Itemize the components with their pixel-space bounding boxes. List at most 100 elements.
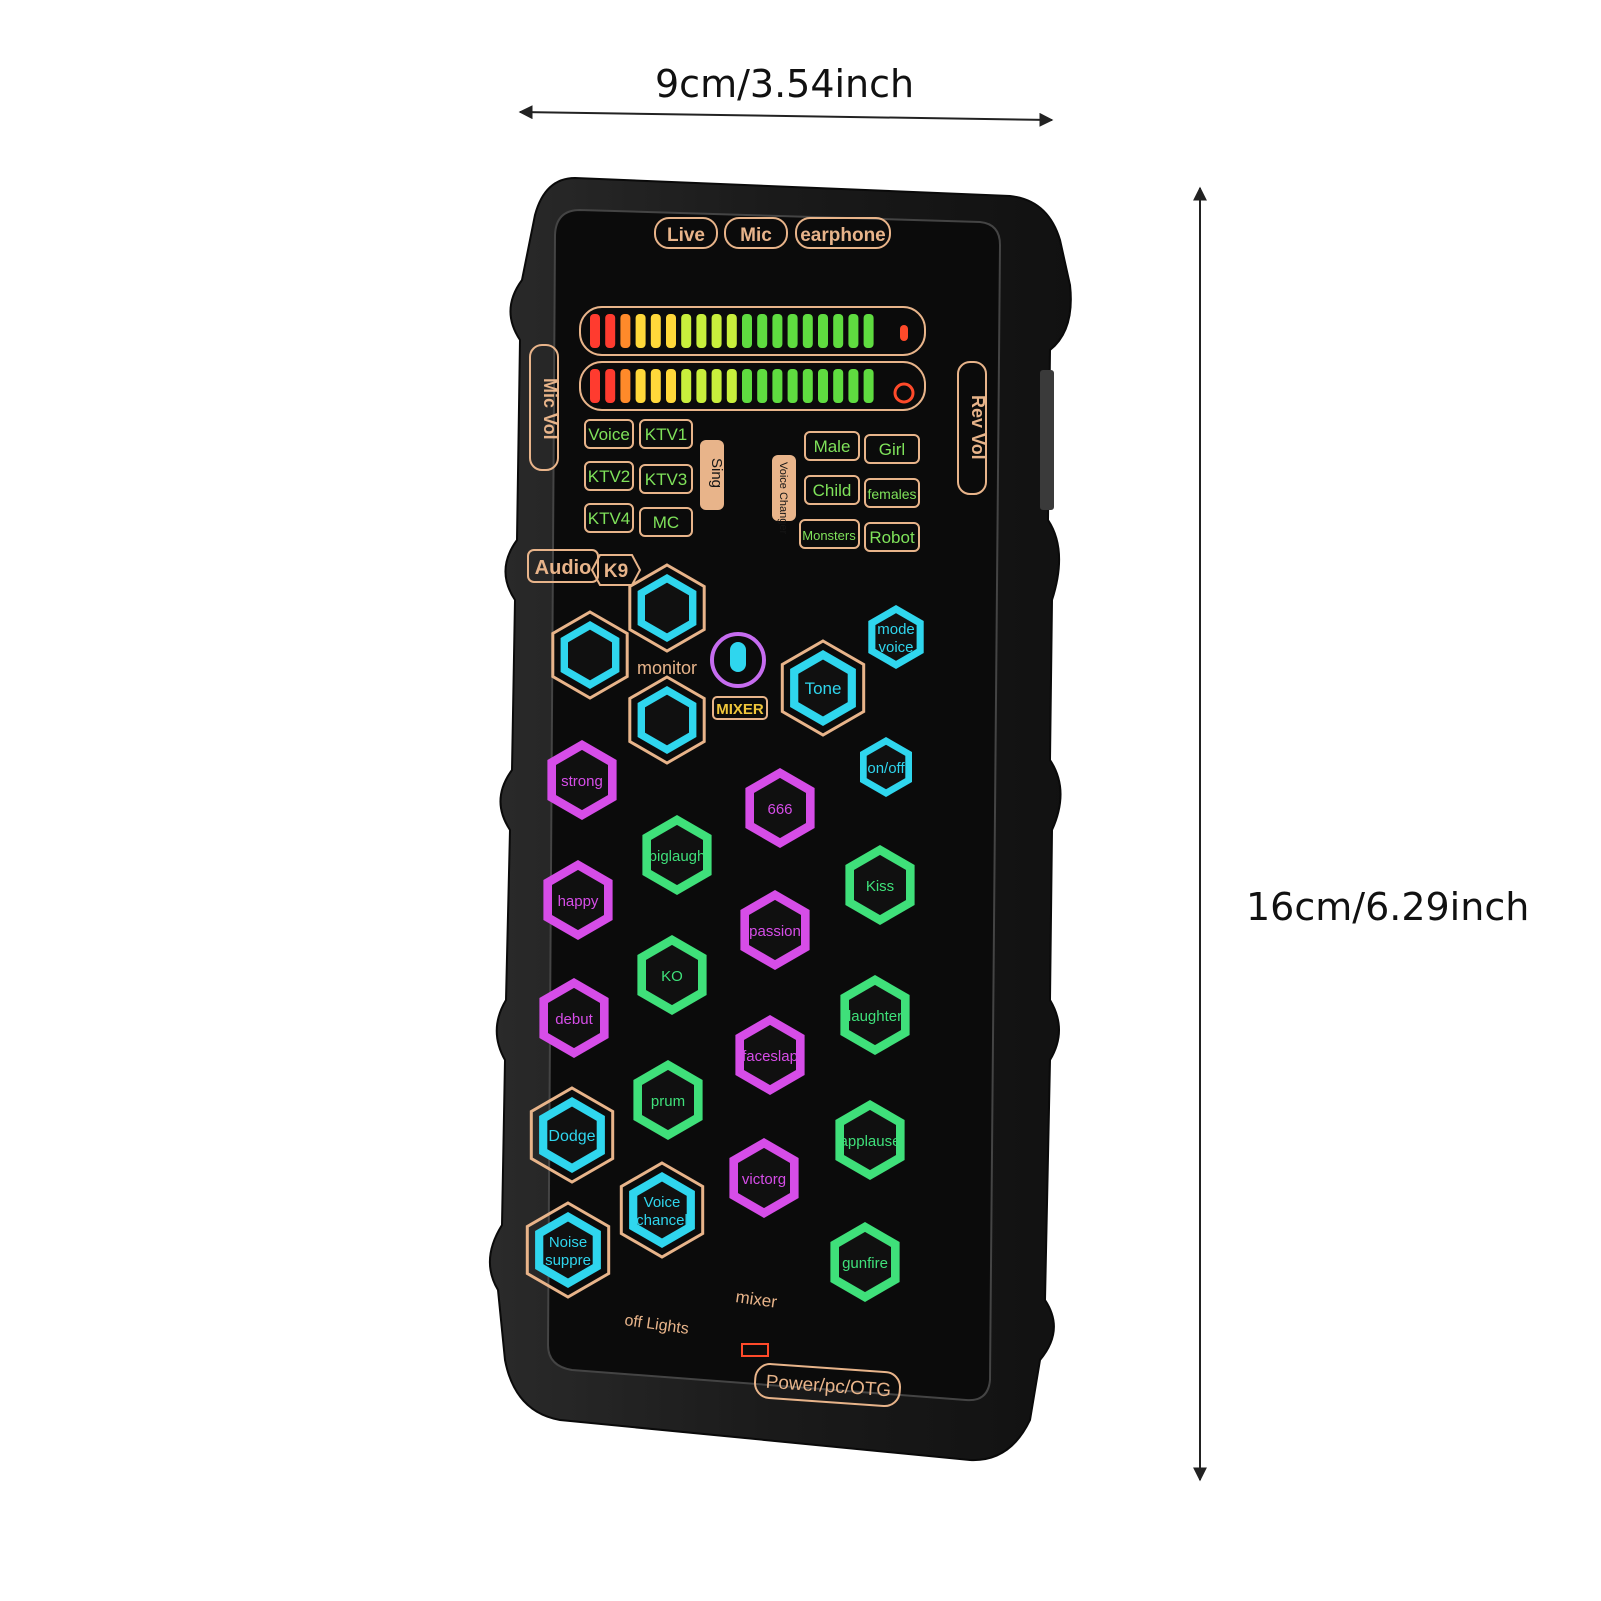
voice-changer-group: Voice Changer Male Girl Child females Mo… [772,431,920,552]
side-button[interactable] [1040,370,1054,510]
voice-changer-females[interactable] [864,478,920,508]
mic-meter-bar [696,314,707,348]
voice-changer-monsters[interactable] [799,519,860,549]
mic-level-meter [590,314,874,348]
earphone-meter-frame [579,361,926,411]
volume-down-button[interactable] [628,675,706,765]
ko-button[interactable]: KO [637,935,707,1015]
voice-changer-male[interactable] [804,431,860,461]
mic-meter-bar [863,314,874,348]
earphone-meter-bar [605,369,616,403]
victorg-button[interactable]: victorg [729,1138,799,1218]
sing-mode-mc[interactable] [639,507,693,537]
laughter-button[interactable]: laughter [840,975,910,1055]
dodge-label: Dodge [548,1128,595,1145]
mode-voice-label-2: voice [878,639,913,656]
earphone-meter-bar [635,369,646,403]
debut-label: debut [555,1011,593,1028]
prum-button[interactable]: prum [633,1060,703,1140]
earphone-meter-bar [863,369,874,403]
sing-mode-ktv1[interactable] [639,419,693,449]
mic-meter-bar [742,314,752,348]
gunfire-button[interactable]: gunfire [830,1222,900,1302]
mic-meter-bar [620,314,631,348]
mic-meter-bar [711,314,722,348]
sing-mode-ktv3[interactable] [639,464,693,494]
sing-mode-ktv2-label: KTV2 [588,467,631,486]
brand-name: Audio [535,557,592,579]
voice-changer-child-label: Child [813,481,852,500]
volume-up-button[interactable] [628,563,706,653]
headphone-meter-icon [893,382,915,404]
mic-meter-icon [900,325,908,341]
earphone-meter-bar [620,369,631,403]
laughter-label: laughter [848,1008,902,1025]
strong-button[interactable]: strong [547,740,617,820]
mic-meter-bar [802,314,813,348]
earphone-meter-bar [833,369,844,403]
passion-label: passion [749,923,801,940]
sing-mode-ktv4-label: KTV4 [588,509,631,528]
mic-meter-frame [579,306,926,356]
earphone-meter-bar [681,369,692,403]
mic-meter-bar [818,314,828,348]
monitor-label: monitor [637,658,697,678]
level-meters [579,306,926,411]
dodge-button[interactable]: Dodge [529,1086,615,1184]
666-button[interactable]: 666 [745,768,815,848]
rev-vol-knob[interactable]: Rev Vol [957,361,988,495]
applause-button[interactable]: applause [835,1100,905,1180]
port-live-label: Live [667,225,705,246]
mic-vol-knob[interactable]: Mic Vol [529,344,560,471]
voice-changer-robot[interactable] [864,522,920,552]
sing-mode-ktv4[interactable] [584,503,634,533]
biglaugh-button[interactable]: biglaugh [642,815,712,895]
mic-meter-bar [772,314,783,348]
voice-changer-tag [772,455,796,521]
mic-meter-bar [605,314,616,348]
earphone-meter-bar [742,369,752,403]
port-mic-label: Mic [740,225,772,246]
kiss-button[interactable]: Kiss [845,845,915,925]
voice-changer-child[interactable] [804,475,860,505]
voice-changer-girl[interactable] [864,434,920,464]
microphone-logo-icon [730,642,746,672]
port-earphone-label: earphone [800,225,886,246]
debut-button[interactable]: debut [539,978,609,1058]
mic-meter-bar [635,314,646,348]
earphone-meter-bar [666,369,676,403]
rev-vol-label: Rev Vol [968,395,988,460]
sing-mode-ktv2[interactable] [584,461,634,491]
tone-button[interactable]: Tone [780,639,866,737]
on-off-button[interactable]: on/off [860,737,912,797]
sing-mode-voice[interactable] [584,419,634,449]
earphone-meter-bar [711,369,722,403]
sing-mode-mc-label: MC [653,513,679,532]
headphone-logo-icon [710,632,766,688]
ko-label: KO [661,968,683,985]
model-name: K9 [604,561,628,582]
mic-meter-bar [666,314,676,348]
happy-label: happy [558,893,599,910]
earphone-meter-bar [818,369,828,403]
tone-label: Tone [805,679,842,698]
sing-group-tag [700,440,724,510]
mic-meter-bar [590,314,600,348]
voice-cancel-label-2: chancel [636,1212,688,1229]
faceslap-button[interactable]: faceslap [735,1015,805,1095]
mic-meter-bar [726,314,737,348]
sing-mode-voice-label: Voice [588,425,630,444]
happy-button[interactable]: happy [543,860,613,940]
applause-label: applause [840,1133,901,1150]
biglaugh-label: biglaugh [649,848,706,865]
sing-mode-group: Voice KTV1 KTV2 KTV3 KTV4 MC Sing [584,419,725,537]
earphone-meter-bar [787,369,798,403]
prum-label: prum [651,1093,685,1110]
faceslap-label: faceslap [742,1048,798,1065]
passion-button[interactable]: passion [740,890,810,970]
play-pause-button[interactable] [551,610,629,700]
